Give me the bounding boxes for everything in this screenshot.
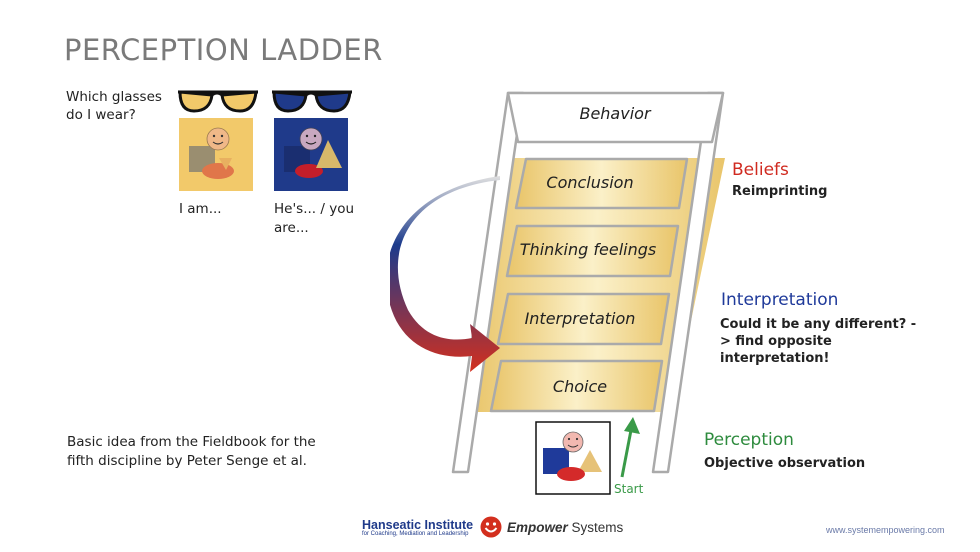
sunglasses-yellow-icon — [178, 90, 258, 113]
brand-bold: Empower — [507, 520, 568, 535]
beliefs-text: Reimprinting — [732, 184, 828, 199]
interpretation-heading: Interpretation — [721, 290, 839, 310]
institute-logo: Hanseatic Institute for Coaching, Mediat… — [362, 518, 473, 537]
beliefs-heading: Beliefs — [732, 160, 789, 180]
smiley-logo-icon — [480, 516, 502, 538]
perception-ladder-diagram — [390, 91, 725, 495]
caption-hes-you-are: He's... / you are... — [274, 201, 355, 236]
interpretation-text: Could it be any different? -> find oppos… — [720, 317, 917, 366]
page-title: PERCEPTION LADDER — [64, 33, 383, 67]
rung-interpretation: Interpretation — [524, 309, 636, 328]
institute-subtitle: for Coaching, Mediation and Leadership — [362, 531, 469, 537]
up-arrow-icon — [620, 417, 640, 478]
rung-conclusion: Conclusion — [546, 173, 634, 192]
brand-rest: Systems — [567, 520, 624, 535]
perception-heading: Perception — [704, 430, 794, 450]
glasses-question: Which glasses do I wear? — [66, 89, 162, 123]
rung-behavior: Behavior — [579, 104, 651, 123]
source-note: Basic idea from the Fieldbook for the fi… — [67, 434, 316, 469]
rung-thinking-feelings: Thinking feelings — [519, 240, 657, 259]
blue-glasses-view-icon — [274, 118, 348, 191]
curved-arrow-icon — [390, 176, 500, 372]
sunglasses-blue-icon — [272, 90, 352, 113]
rung-choice: Choice — [552, 377, 608, 396]
perception-text: Objective observation — [704, 456, 866, 471]
empower-systems-brand: Empower Systems — [507, 520, 623, 535]
start-label: Start — [614, 482, 644, 496]
institute-name: Hanseatic Institute — [362, 518, 474, 532]
yellow-glasses-view-icon — [179, 118, 253, 191]
caption-i-am: I am... — [179, 201, 222, 217]
website-link[interactable]: www.systemempowering.com — [826, 525, 945, 535]
